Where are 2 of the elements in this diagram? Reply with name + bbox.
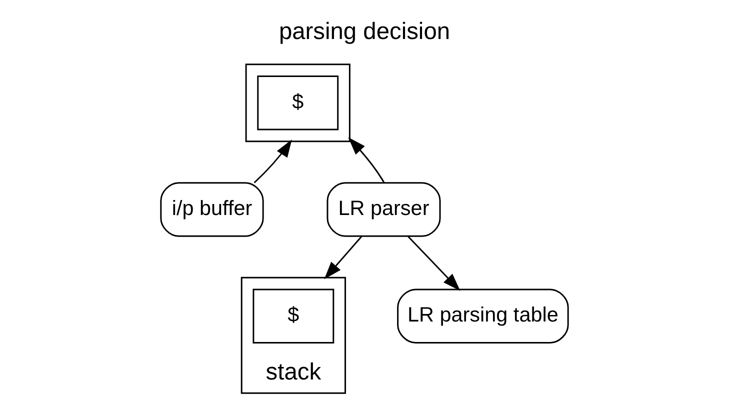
diagram-title: parsing decision — [278, 18, 450, 45]
node-label: stack — [266, 359, 322, 386]
